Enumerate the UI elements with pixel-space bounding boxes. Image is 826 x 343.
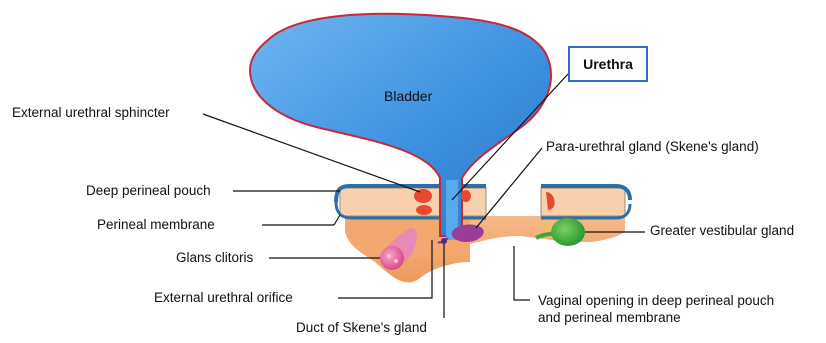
external-urethral-orifice-label: External urethral orifice — [154, 290, 293, 306]
deep-perineal-pouch-label: Deep perineal pouch — [86, 183, 211, 199]
vaginal-opening-label-line1: Vaginal opening in deep perineal pouch — [538, 292, 774, 309]
greater-vestibular-gland-label: Greater vestibular gland — [650, 223, 794, 239]
duct-of-skenes-gland-label: Duct of Skene's gland — [296, 320, 427, 336]
urethra-label: Urethra — [583, 56, 633, 72]
external-urethral-orifice — [441, 238, 447, 244]
external-urethral-sphincter-label: External urethral sphincter — [12, 105, 170, 121]
urethra-label-box: Urethra — [568, 46, 648, 82]
bladder-label: Bladder — [384, 88, 432, 104]
vaginal-opening-label-line2: and perineal membrane — [538, 309, 774, 326]
para-urethral-gland-label: Para-urethral gland (Skene's gland) — [546, 139, 759, 155]
vaginal-opening-label: Vaginal opening in deep perineal pouch a… — [538, 292, 774, 326]
perineal-membrane-label: Perineal membrane — [97, 217, 215, 233]
glans-clitoris — [380, 246, 404, 270]
glans-clitoris-label: Glans clitoris — [176, 250, 253, 266]
greater-vestibular-gland — [551, 218, 585, 246]
